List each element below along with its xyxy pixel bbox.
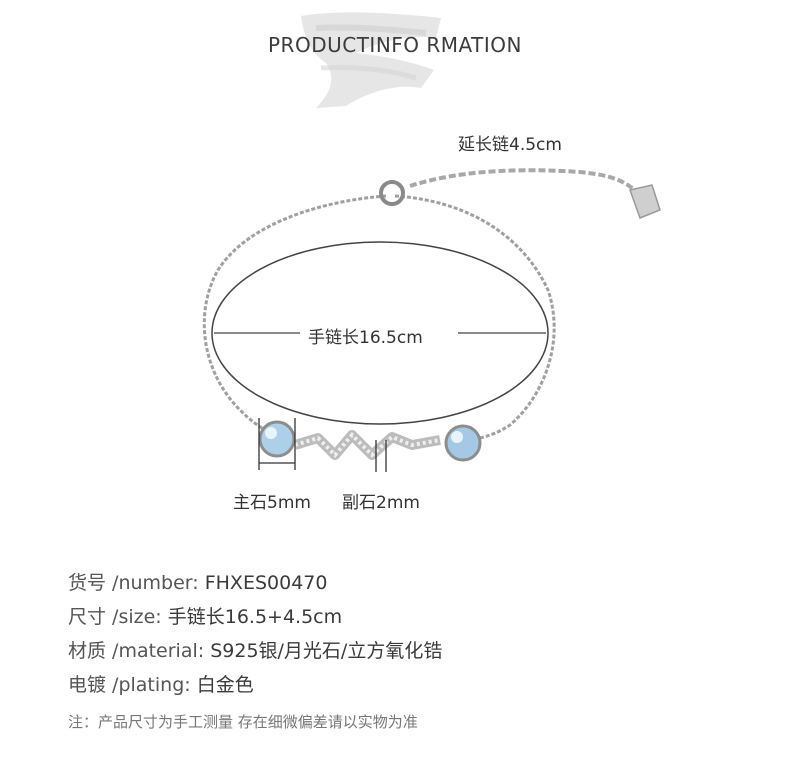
page-title: PRODUCTINFO RMATION [268,33,522,57]
bracelet-chain-right [394,194,556,440]
zirconia-bar [293,430,441,460]
extension-length-label: 延长链4.5cm [458,135,562,155]
length-ellipse [211,241,549,425]
spec-row-number: 货号 /number: FHXES00470 [68,568,327,595]
side-stone-size-label: 副石2mm [342,493,420,513]
spec-row-size: 尺寸 /size: 手链长16.5+4.5cm [68,602,342,629]
spec-value: 手链长16.5+4.5cm [167,606,343,628]
moonstone-right [444,424,482,462]
spec-value: S925银/月光石/立方氧化锆 [210,640,443,662]
spec-row-material: 材质 /material: S925银/月光石/立方氧化锆 [68,636,442,663]
spec-value: 白金色 [196,674,254,696]
moonstone-left [258,420,296,458]
bracelet-length-label: 手链长16.5cm [308,328,423,348]
end-tag [629,184,661,219]
spec-label: 尺寸 /size: [68,606,162,628]
brush-stroke-decoration [301,12,441,109]
spec-row-plating: 电镀 /plating: 白金色 [68,670,254,697]
spec-label: 电镀 /plating: [68,674,191,696]
spec-value: FHXES00470 [204,572,328,594]
spring-ring-clasp [379,180,405,206]
bracelet-chain [202,194,387,434]
spec-label: 货号 /number: [68,572,199,594]
extension-chain [409,168,642,197]
spec-label: 材质 /material: [68,640,205,662]
main-stone-size-label: 主石5mm [233,493,311,513]
measurement-note: 注：产品尺寸为手工测量 存在细微偏差请以实物为准 [68,713,418,731]
